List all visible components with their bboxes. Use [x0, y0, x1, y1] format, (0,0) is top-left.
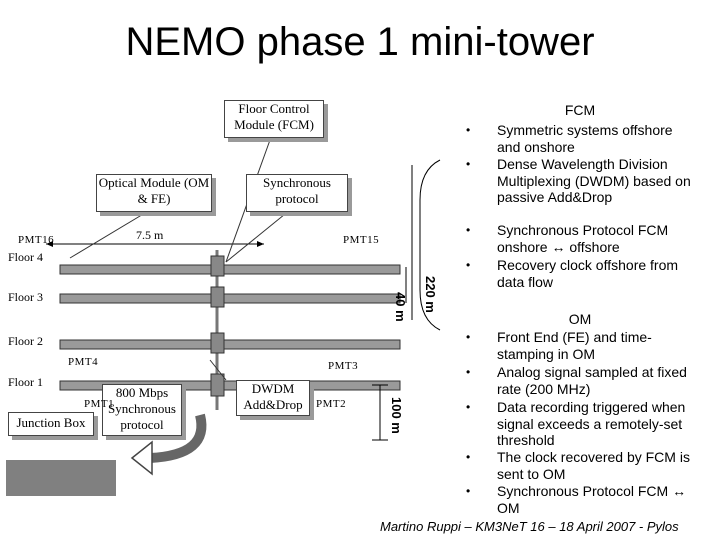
om-bullet-5: Synchronous Protocol FCM ↔ OM [497, 483, 687, 516]
dwdm-callout: DWDM Add&Drop [236, 380, 310, 416]
bullet-icon: • [466, 258, 471, 272]
bracket-220 [419, 159, 441, 331]
bullet-icon: • [466, 223, 471, 237]
floor-1-module [210, 373, 225, 397]
bullet-icon: • [466, 123, 471, 137]
bullet-icon: • [466, 330, 471, 344]
floor-3-bar [59, 293, 401, 304]
floor-1-label: Floor 1 [8, 375, 44, 389]
floor-2-module [210, 332, 225, 354]
bullet-icon: • [466, 484, 471, 498]
bullet-icon: • [466, 157, 471, 171]
floor-2-label: Floor 2 [8, 334, 44, 348]
fcm-callout: Floor Control Module (FCM) [224, 100, 324, 138]
fcm-bullet-4: Recovery clock offshore from data flow [497, 257, 679, 290]
fcm-heading: FCM [564, 102, 596, 118]
floor-3-label: Floor 3 [8, 290, 44, 304]
junction-box-callout: Junction Box [8, 412, 94, 436]
sync-callout: Synchronous protocol [246, 174, 348, 212]
pmt-3-label: PMT3 [328, 360, 359, 372]
om-heading: OM [568, 311, 592, 327]
om-bullet-1: Front End (FE) and time-stamping in OM [497, 329, 652, 362]
pmt-4-label: PMT4 [68, 356, 99, 368]
floor-1-bar [59, 380, 401, 391]
dim-40-label: 40 m [393, 292, 408, 322]
dim-100-label: 100 m [389, 397, 404, 434]
floor-4-module [210, 255, 225, 277]
seafloor-block [6, 460, 116, 496]
floor-3-module [210, 286, 225, 308]
pmt-2-label: PMT2 [316, 398, 347, 410]
om-callout: Optical Module (OM & FE) [96, 174, 212, 212]
fcm-bullet-2: Dense Wavelength Division Multiplexing (… [497, 156, 691, 205]
dim-220-label: 220 m [423, 276, 438, 313]
flow-arrow [149, 413, 207, 463]
bullet-icon: • [466, 400, 471, 414]
bullet-icon: • [466, 450, 471, 464]
pmt-16-label: PMT16 [18, 234, 55, 246]
om-bullet-2: Analog signal sampled at fixed rate (200… [497, 364, 687, 397]
span-dimension-label: 7.5 m [136, 228, 164, 242]
mbps-callout: 800 Mbps Synchronous protocol [102, 384, 182, 436]
om-bullet-4: The clock recovered by FCM is sent to OM [497, 449, 690, 482]
page-title: NEMO phase 1 mini-tower [125, 20, 595, 64]
om-bullet-3: Data recording triggered when signal exc… [497, 399, 686, 448]
footer-credit: Martino Ruppi – KM3NeT 16 – 18 April 200… [380, 519, 679, 534]
pmt-15-label: PMT15 [343, 234, 380, 246]
bullet-icon: • [466, 365, 471, 379]
floor-4-label: Floor 4 [8, 250, 44, 264]
floor-2-bar [59, 339, 401, 350]
floor-4-bar [59, 264, 401, 275]
pmt-1-label: PMT1 [84, 398, 115, 410]
fcm-bullet-1: Symmetric systems offshore and onshore [497, 122, 673, 155]
fcm-bullet-3: Synchronous Protocol FCM onshore ↔ offsh… [497, 222, 669, 255]
